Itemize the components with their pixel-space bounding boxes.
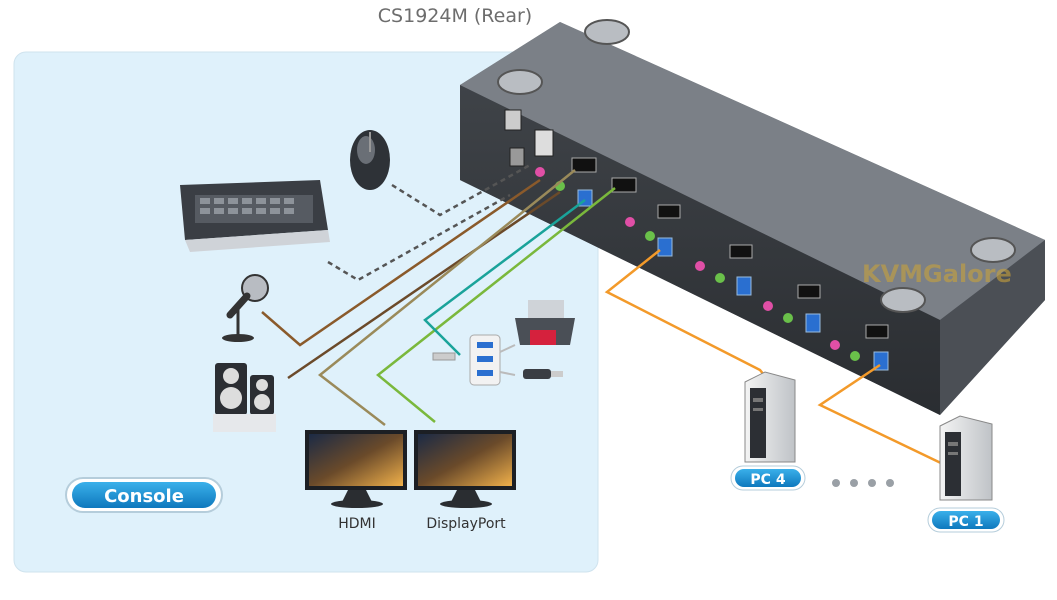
mouse-icon bbox=[350, 130, 390, 190]
pc4-tower-icon bbox=[744, 371, 796, 463]
displayport-cable bbox=[376, 187, 616, 423]
console-badge: Console bbox=[65, 477, 223, 513]
mouse-cable bbox=[391, 163, 531, 217]
pc1-label: PC 1 bbox=[948, 514, 983, 530]
hdmi-label: HDMI bbox=[338, 516, 376, 532]
pc4-label: PC 4 bbox=[750, 472, 785, 488]
displayport-monitor-icon bbox=[414, 430, 516, 508]
diagram-title: CS1924M (Rear) bbox=[378, 5, 532, 27]
mic-cable bbox=[261, 178, 541, 347]
printer-icon bbox=[515, 300, 575, 345]
microphone-icon bbox=[222, 274, 269, 342]
pc1-cable bbox=[817, 363, 946, 467]
hdmi-cable bbox=[317, 169, 576, 426]
speaker-cable bbox=[287, 190, 561, 380]
pc1-tower-icon bbox=[939, 415, 993, 501]
keyboard-icon bbox=[180, 180, 330, 252]
pc1-badge: PC 1 bbox=[927, 507, 1005, 533]
pc4-badge: PC 4 bbox=[730, 465, 806, 491]
kvm-switch: KVMGalore bbox=[460, 19, 1045, 415]
usb-hub-cable bbox=[423, 199, 586, 356]
keyboard-cable bbox=[327, 193, 511, 282]
console-label: Console bbox=[104, 486, 184, 507]
usb-flash-drive-icon bbox=[523, 369, 563, 379]
more-pcs-ellipsis bbox=[832, 479, 894, 487]
speakers-icon bbox=[213, 363, 276, 432]
connection-lines bbox=[261, 163, 946, 467]
displayport-label: DisplayPort bbox=[426, 516, 506, 532]
hdmi-monitor-icon bbox=[305, 430, 407, 508]
watermark: KVMGalore bbox=[862, 260, 1012, 288]
usb-hub-icon bbox=[432, 334, 516, 386]
